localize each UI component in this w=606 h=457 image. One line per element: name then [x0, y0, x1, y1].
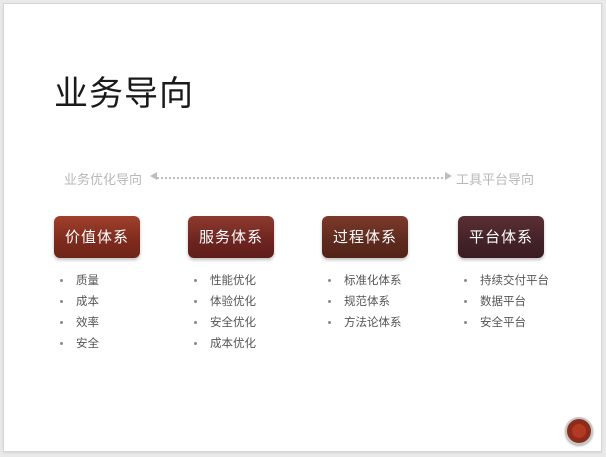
list-item: 安全	[60, 333, 146, 354]
bullet-icon	[464, 321, 467, 324]
arrow-left-icon	[150, 172, 157, 180]
item-list: 持续交付平台 数据平台 安全平台	[464, 270, 550, 333]
axis-dotted-line	[157, 177, 447, 179]
arrow-right-icon	[445, 172, 452, 180]
bullet-icon	[194, 279, 197, 282]
list-item: 方法论体系	[328, 312, 414, 333]
column-service-system: 服务体系 性能优化 体验优化 安全优化 成本优化	[188, 216, 280, 354]
category-box: 过程体系	[322, 216, 408, 258]
axis-right-label: 工具平台导向	[456, 173, 535, 188]
list-item: 成本优化	[194, 333, 280, 354]
bullet-icon	[194, 300, 197, 303]
slide: 业务导向 业务优化导向 工具平台导向 价值体系 质量 成本 效率 安全 服务体系…	[3, 3, 602, 452]
list-item: 标准化体系	[328, 270, 414, 291]
list-item: 安全平台	[464, 312, 550, 333]
axis-left-label: 业务优化导向	[64, 173, 143, 188]
list-item: 效率	[60, 312, 146, 333]
category-box: 服务体系	[188, 216, 274, 258]
bullet-icon	[464, 300, 467, 303]
item-list: 标准化体系 规范体系 方法论体系	[328, 270, 414, 333]
bullet-icon	[328, 321, 331, 324]
list-item: 体验优化	[194, 291, 280, 312]
bullet-icon	[60, 300, 63, 303]
category-box: 价值体系	[54, 216, 140, 258]
column-platform-system: 平台体系 持续交付平台 数据平台 安全平台	[458, 216, 550, 333]
bullet-icon	[464, 279, 467, 282]
bullet-icon	[60, 279, 63, 282]
list-item: 持续交付平台	[464, 270, 550, 291]
bullet-icon	[328, 279, 331, 282]
list-item: 安全优化	[194, 312, 280, 333]
bullet-icon	[60, 321, 63, 324]
category-box: 平台体系	[458, 216, 544, 258]
list-item: 质量	[60, 270, 146, 291]
bullet-icon	[328, 300, 331, 303]
column-process-system: 过程体系 标准化体系 规范体系 方法论体系	[322, 216, 414, 333]
item-list: 质量 成本 效率 安全	[60, 270, 146, 354]
bullet-icon	[194, 342, 197, 345]
slide-title: 业务导向	[54, 74, 194, 114]
bullet-icon	[60, 342, 63, 345]
list-item: 规范体系	[328, 291, 414, 312]
list-item: 性能优化	[194, 270, 280, 291]
list-item: 数据平台	[464, 291, 550, 312]
item-list: 性能优化 体验优化 安全优化 成本优化	[194, 270, 280, 354]
slide-nav-button[interactable]	[565, 417, 593, 445]
list-item: 成本	[60, 291, 146, 312]
column-value-system: 价值体系 质量 成本 效率 安全	[54, 216, 146, 354]
bullet-icon	[194, 321, 197, 324]
